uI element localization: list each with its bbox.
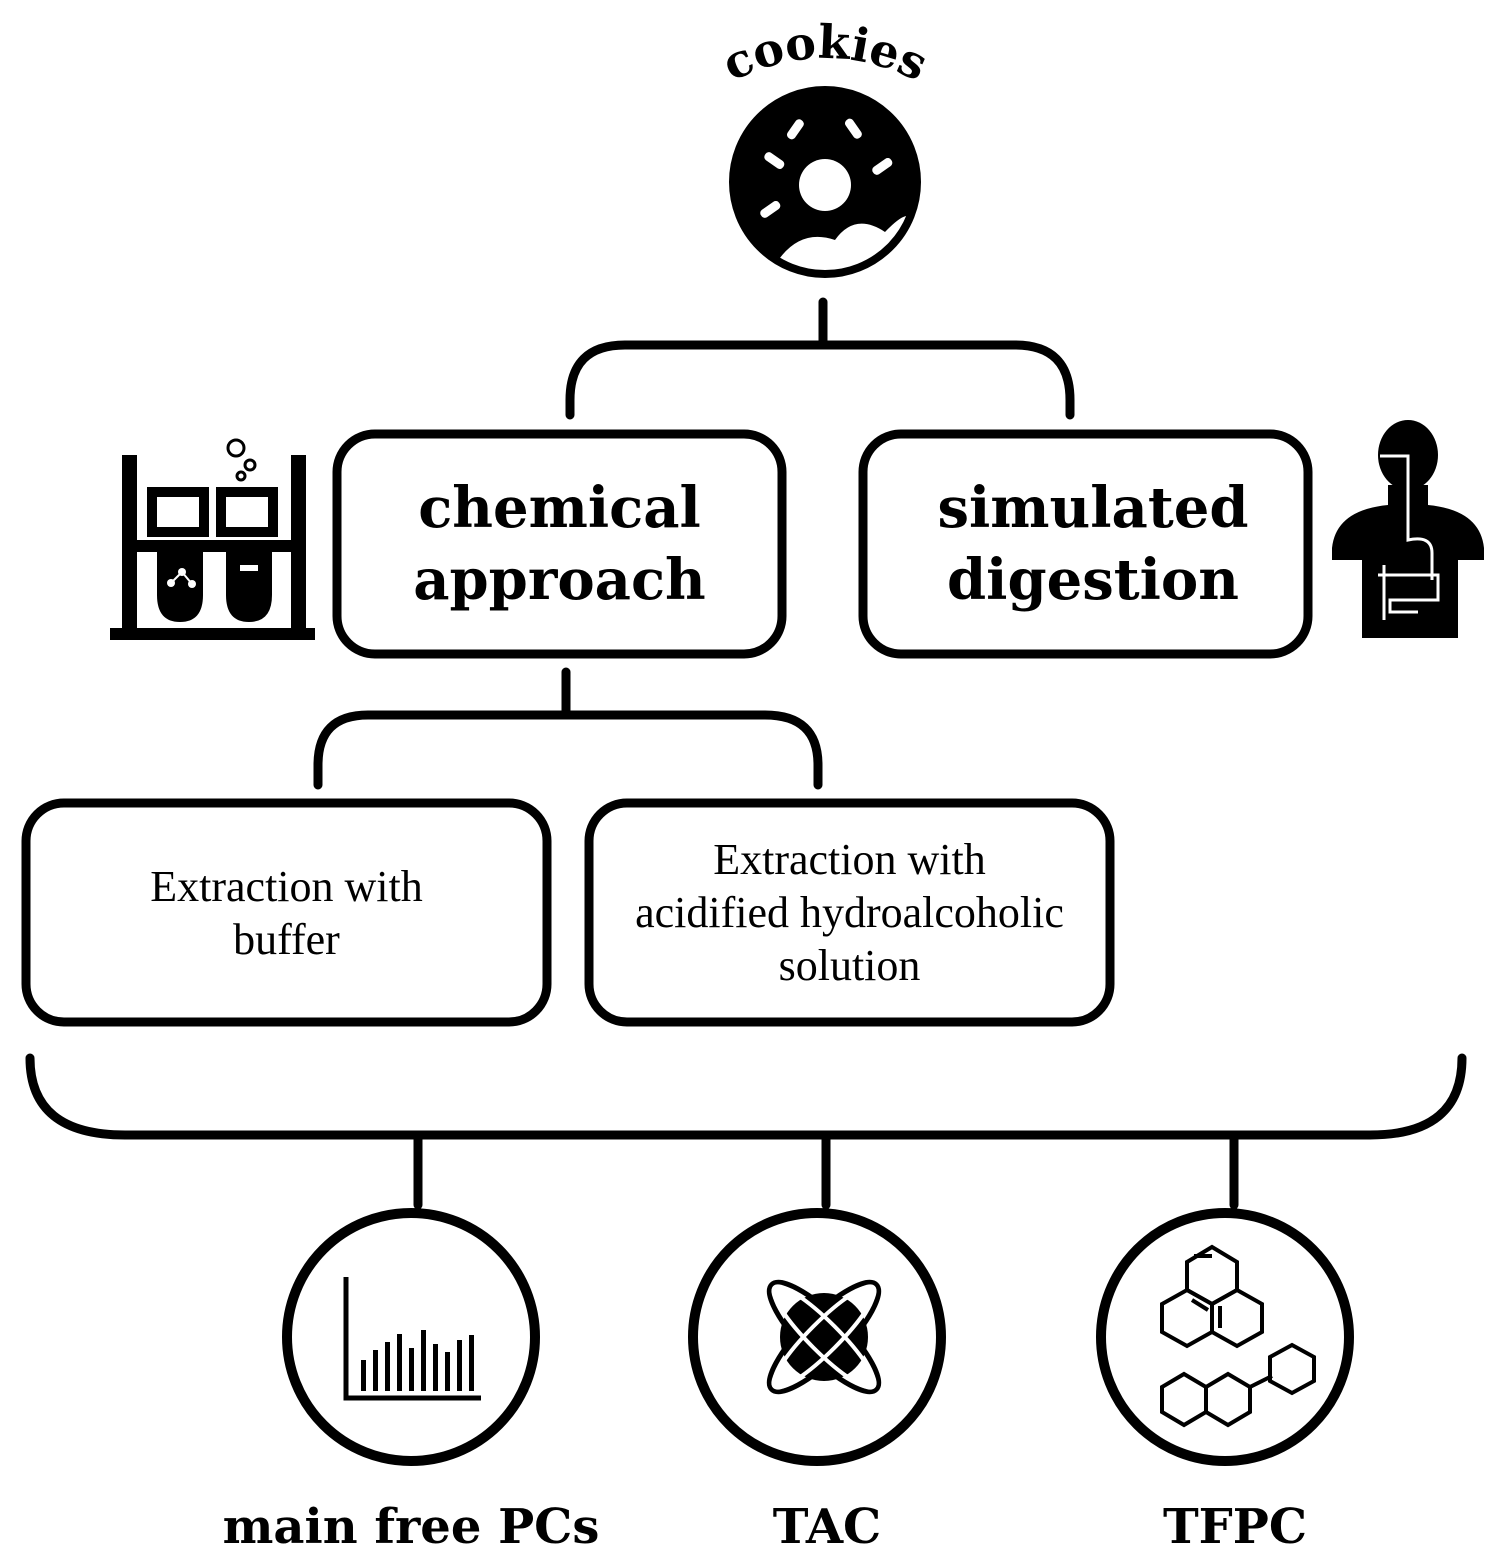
- main-free-pcs-circle: [282, 1208, 540, 1466]
- top-bracket: [565, 297, 1075, 420]
- chemical-approach-line1: chemical: [418, 475, 701, 541]
- acid-extraction-line2: acidified hydroalcoholic: [635, 888, 1064, 937]
- simulated-digestion-line2: digestion: [947, 547, 1239, 613]
- polyphenol-structure-icon: [1160, 1244, 1316, 1428]
- chemical-approach-label: chemical approach: [337, 434, 782, 654]
- outputs-bracket: [25, 1053, 1467, 1210]
- bar-chart-icon: [343, 1277, 481, 1401]
- cookie-icon: [729, 86, 921, 278]
- simulated-digestion-label: simulated digestion: [863, 434, 1323, 654]
- digestive-system-icon: [1332, 420, 1484, 638]
- cookies-title: cookies: [714, 15, 935, 92]
- acid-extraction-box: [584, 798, 1115, 1027]
- chemical-bracket: [313, 667, 823, 790]
- simulated-digestion-line1: simulated: [937, 475, 1249, 541]
- chemical-approach-box: [332, 429, 787, 659]
- acid-extraction-line1: Extraction with: [713, 835, 986, 884]
- test-tubes-icon: [110, 438, 315, 640]
- main-free-pcs-label: main free PCs: [222, 1499, 600, 1555]
- svg-text:cookies: cookies: [714, 15, 935, 92]
- antioxidant-atom-icon: [766, 1279, 882, 1395]
- buffer-extraction-box: [21, 798, 552, 1027]
- buffer-extraction-label: Extraction with buffer: [26, 803, 547, 1022]
- buffer-extraction-line2: buffer: [233, 914, 340, 964]
- acid-extraction-label: Extraction with acidified hydroalcoholic…: [589, 803, 1110, 1022]
- acid-extraction-line3: solution: [778, 941, 921, 990]
- buffer-extraction-line1: Extraction with: [150, 861, 423, 911]
- simulated-digestion-box: [858, 429, 1313, 659]
- tac-label: TAC: [772, 1499, 882, 1555]
- chemical-approach-line2: approach: [413, 547, 706, 613]
- tfpc-label: TFPC: [1162, 1499, 1308, 1555]
